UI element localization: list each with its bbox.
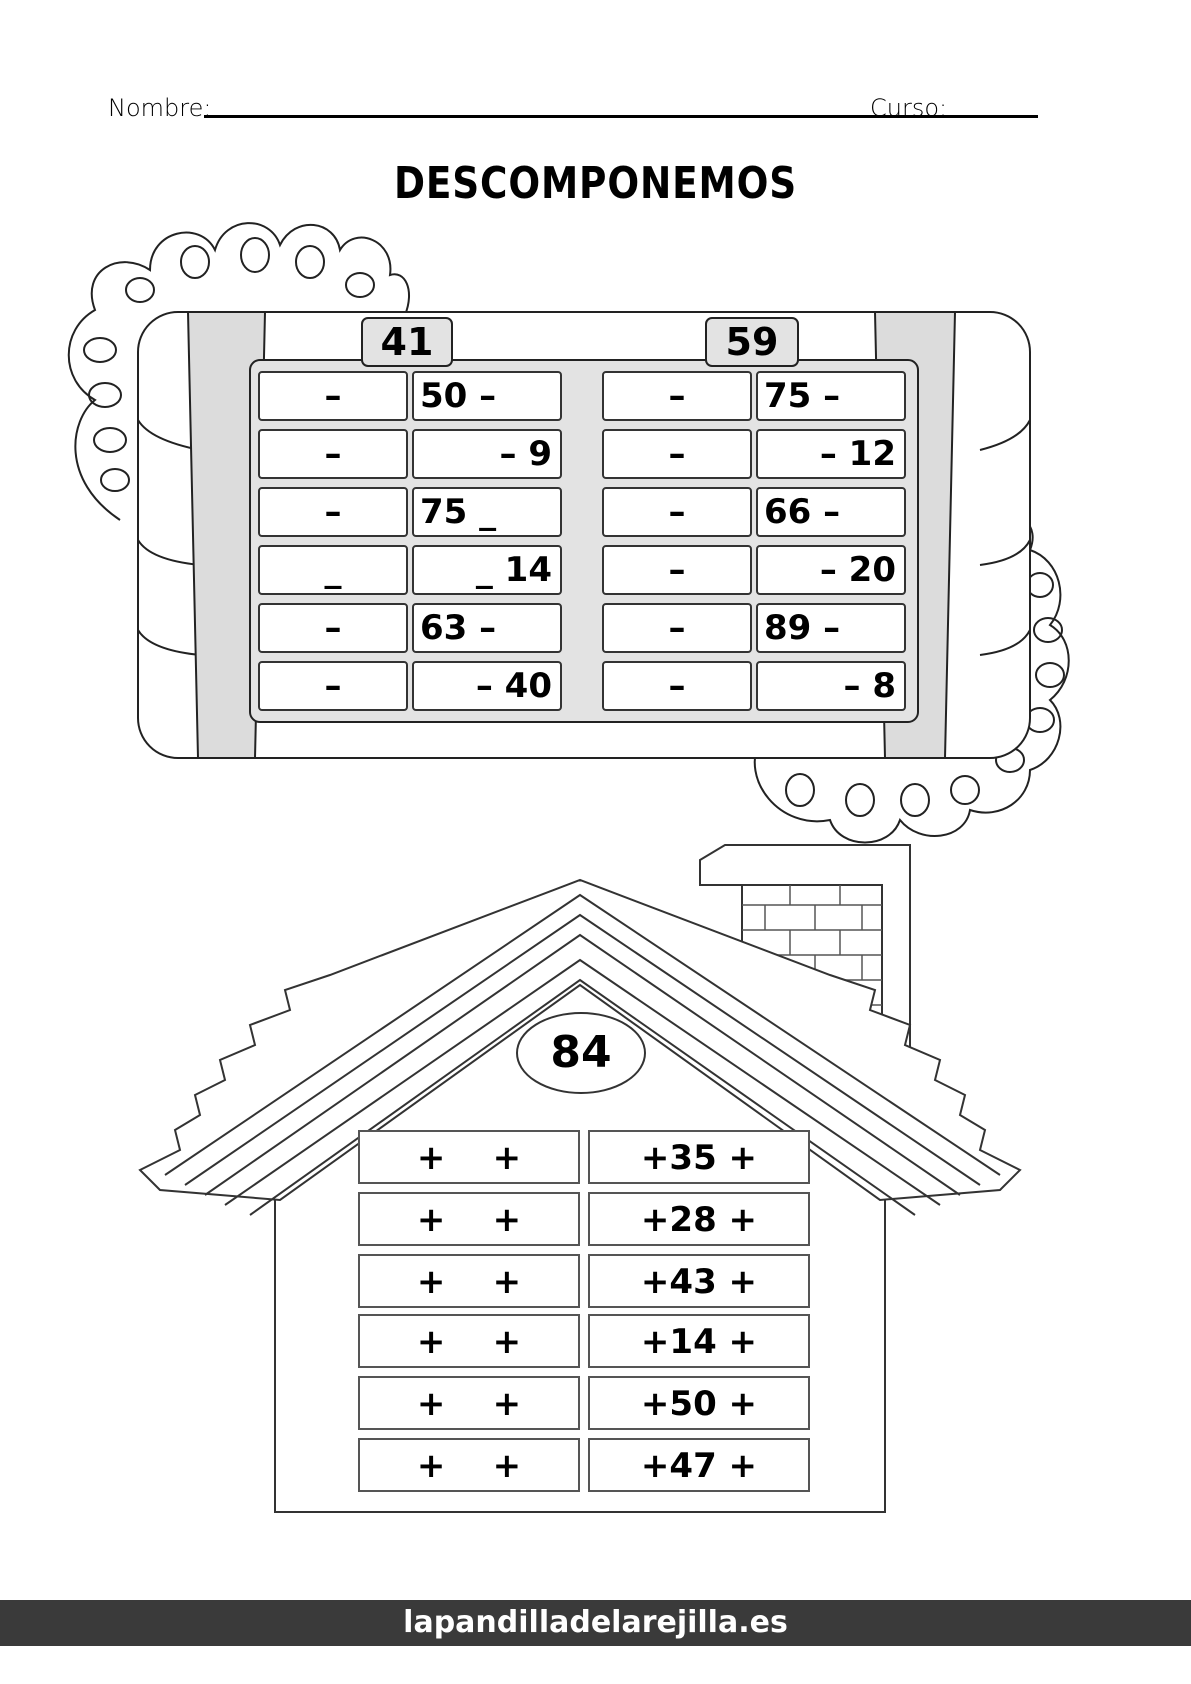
sub-right-a-cell[interactable]: –: [602, 487, 752, 537]
add-a-cell[interactable]: + +: [358, 1254, 580, 1308]
sub-right-a-cell[interactable]: –: [602, 429, 752, 479]
add-a-cell[interactable]: + +: [358, 1192, 580, 1246]
add-a-cell[interactable]: + +: [358, 1130, 580, 1184]
sub-right-b-cell[interactable]: – 20: [756, 545, 906, 595]
sub-right-a-cell[interactable]: –: [602, 661, 752, 711]
add-b-cell[interactable]: +50 +: [588, 1376, 810, 1430]
add-b-cell[interactable]: +43 +: [588, 1254, 810, 1308]
sub-left-a-cell[interactable]: –: [258, 603, 408, 653]
name-field[interactable]: [204, 115, 966, 118]
footer-website: lapandilladelarejilla.es: [0, 1600, 1191, 1646]
add-a-cell[interactable]: + +: [358, 1376, 580, 1430]
course-label: Curso:: [870, 94, 948, 122]
name-label: Nombre:: [108, 94, 212, 122]
sub-left-a-cell[interactable]: _: [258, 545, 408, 595]
add-a-cell[interactable]: + +: [358, 1438, 580, 1492]
sub-left-b-cell[interactable]: – 40: [412, 661, 562, 711]
sub-left-a-cell[interactable]: –: [258, 661, 408, 711]
header-line: Nombre: Curso:: [108, 88, 1038, 128]
sub-left-a-cell[interactable]: –: [258, 487, 408, 537]
sub-right-b-cell[interactable]: 89 –: [756, 603, 906, 653]
sub-right-b-cell[interactable]: – 8: [756, 661, 906, 711]
sub-left-b-cell[interactable]: 50 –: [412, 371, 562, 421]
sub-left-b-cell[interactable]: – 9: [412, 429, 562, 479]
add-b-cell[interactable]: +47 +: [588, 1438, 810, 1492]
sub-right-b-cell[interactable]: 66 –: [756, 487, 906, 537]
add-b-cell[interactable]: +14 +: [588, 1314, 810, 1368]
sub-right-a-cell[interactable]: –: [602, 371, 752, 421]
page-title: DESCOMPONEMOS: [393, 158, 798, 209]
sub-right-a-cell[interactable]: –: [602, 545, 752, 595]
addition-number: 84: [550, 1027, 612, 1078]
sub-left-a-cell[interactable]: –: [258, 371, 408, 421]
sub-left-a-cell[interactable]: –: [258, 429, 408, 479]
sub-right-a-cell[interactable]: –: [602, 603, 752, 653]
sub-left-b-cell[interactable]: _ 14: [412, 545, 562, 595]
sub-right-b-cell[interactable]: 75 –: [756, 371, 906, 421]
sub-left-b-cell[interactable]: 75 _: [412, 487, 562, 537]
course-field[interactable]: [943, 115, 1038, 118]
subtraction-left-number: 41: [380, 320, 434, 364]
add-a-cell[interactable]: + +: [358, 1314, 580, 1368]
add-b-cell[interactable]: +35 +: [588, 1130, 810, 1184]
sub-right-b-cell[interactable]: – 12: [756, 429, 906, 479]
sub-left-b-cell[interactable]: 63 –: [412, 603, 562, 653]
add-b-cell[interactable]: +28 +: [588, 1192, 810, 1246]
subtraction-right-number: 59: [725, 320, 779, 364]
